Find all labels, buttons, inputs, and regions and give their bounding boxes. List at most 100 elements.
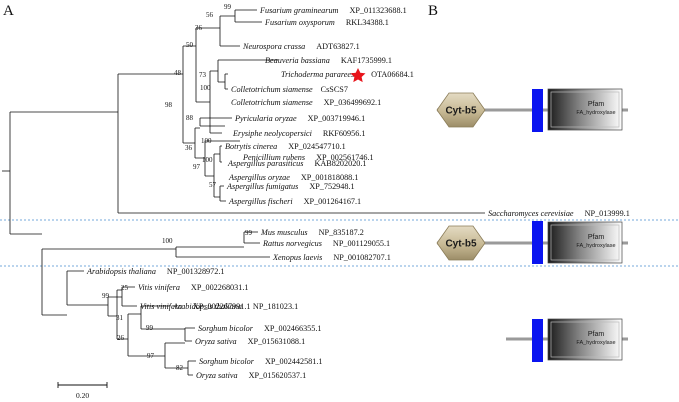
bootstrap-value: 88 xyxy=(186,114,194,122)
leaf-accession: XP_752948.1 xyxy=(309,182,354,191)
tree-leaf: Aspergillus fumigatus XP_752948.1 xyxy=(226,182,355,191)
leaf-species: Fusarium graminearum xyxy=(259,6,339,15)
panel-label-b: B xyxy=(428,3,438,19)
leaf-species: Fusarium oxysporum xyxy=(264,18,335,27)
branch xyxy=(184,327,195,342)
leaf-accession: KAB8202020.1 xyxy=(314,159,366,168)
leaf-accession: XP_015631088.1 xyxy=(248,337,306,346)
domain-architecture-animals: Cyt-b5 Pfam FA_hydroxylase xyxy=(436,221,628,264)
leaf-species: Mus musculus xyxy=(260,228,308,237)
branch xyxy=(182,45,196,144)
branch xyxy=(209,70,222,134)
bootstrap-value: 100 xyxy=(202,156,213,164)
bootstrap-value: 50 xyxy=(186,41,194,49)
pfam-fa-hydroxylase-domain xyxy=(547,221,623,264)
branch xyxy=(243,231,260,244)
pfam-fa-hydroxylase-domain xyxy=(547,318,623,361)
transmembrane-segment xyxy=(532,221,543,264)
leaf-accession: NP_001328972.1 xyxy=(167,267,225,276)
leaf-species: Beauveria bassiana xyxy=(265,56,330,65)
leaf-species: Pyricularia oryzae xyxy=(234,114,297,123)
leaf-accession: RKL34388.1 xyxy=(346,18,389,27)
leaf-accession: NP_001082707.1 xyxy=(333,253,391,262)
bootstrap-value: 82 xyxy=(176,364,184,372)
bootstrap-value: 97 xyxy=(147,352,155,360)
domain-architecture-fungi: Cyt-b5 Pfam FA_hydroxylase xyxy=(436,88,628,132)
leaf-accession: XP_015620537.1 xyxy=(249,371,307,380)
leaf-species: Penicillium rubens xyxy=(242,153,305,162)
leaf-species: Rattus norvegicus xyxy=(262,239,322,248)
star-icon xyxy=(350,68,366,83)
panel-label-a: A xyxy=(3,3,14,19)
leaf-species: Arabidopsis thaliana xyxy=(172,302,242,311)
leaf-accession: XP_001818088.1 xyxy=(301,173,359,182)
pfam-subtitle: FA_hydroxylase xyxy=(576,340,615,346)
leaf-species: Arabidopsis thaliana xyxy=(86,267,156,276)
branch xyxy=(41,248,176,316)
leaf-species: Botrytis cinerea xyxy=(225,142,277,151)
leaf-species: Sorghum bicolor xyxy=(198,324,254,333)
bootstrap-value: 100 xyxy=(201,137,212,145)
leaf-accession: XP_036499692.1 xyxy=(324,98,382,107)
pfam-title: Pfam xyxy=(588,331,605,338)
group-separators xyxy=(0,219,679,267)
tree-leaf: Oryza sativa XP_015620537.1 xyxy=(196,371,306,380)
bootstrap-value: 48 xyxy=(174,69,182,77)
bootstrap-value: 31 xyxy=(116,314,124,322)
leaf-accession: OTA06684.1 xyxy=(371,70,414,79)
cyt-b5-label: Cyt-b5 xyxy=(445,239,477,250)
tree-leaf: Arabidopsis thaliana NP_181023.1 xyxy=(172,302,298,311)
branch xyxy=(175,246,270,258)
pfam-title: Pfam xyxy=(588,101,605,108)
scale-bar: 0.20 xyxy=(57,382,108,400)
leaf-species: Vitis vinifera xyxy=(140,302,182,311)
leaf-species: Oryza sativa xyxy=(196,371,238,380)
tree-leaf: Mus musculus NP_835187.2 xyxy=(260,228,364,237)
branch xyxy=(194,127,205,159)
tree-leaf: Fusarium oxysporum RKL34388.1 xyxy=(264,18,389,27)
pfam-subtitle: FA_hydroxylase xyxy=(576,243,615,249)
branch xyxy=(164,342,188,369)
bootstrap-value: 36 xyxy=(185,144,193,152)
branch xyxy=(66,270,108,306)
bootstrap-value: 100 xyxy=(162,237,173,245)
branch xyxy=(234,9,262,23)
branch xyxy=(204,140,240,177)
cyt-b5-domain xyxy=(436,225,486,261)
bootstrap-value: 99 xyxy=(224,3,232,11)
leaf-accession: RKF60956.1 xyxy=(323,129,366,138)
leaf-species: Aspergillus fumigatus xyxy=(226,182,298,191)
leaf-accession: CsSCS7 xyxy=(321,85,348,94)
leaf-species: Oryza sativa xyxy=(195,337,237,346)
leaf-species: Aspergillus fischeri xyxy=(228,197,293,206)
transmembrane-segment xyxy=(532,89,543,132)
pfam-inner-frame xyxy=(550,224,620,261)
branch xyxy=(219,185,226,202)
cyt-b5-label: Cyt-b5 xyxy=(445,106,477,117)
branch xyxy=(10,111,118,235)
branch xyxy=(195,27,220,103)
leaf-accession: NP_835187.2 xyxy=(319,228,364,237)
leaf-accession: XP_002268031.1 xyxy=(191,283,249,292)
branch xyxy=(140,305,185,330)
branch xyxy=(117,73,485,214)
leaf-accession: NP_181023.1 xyxy=(253,302,298,311)
transmembrane-segment xyxy=(532,319,543,362)
leaf-species: Neurospora crassa xyxy=(242,42,305,51)
branch xyxy=(127,313,165,357)
domain-architecture-plants: Pfam FA_hydroxylase xyxy=(506,318,628,362)
